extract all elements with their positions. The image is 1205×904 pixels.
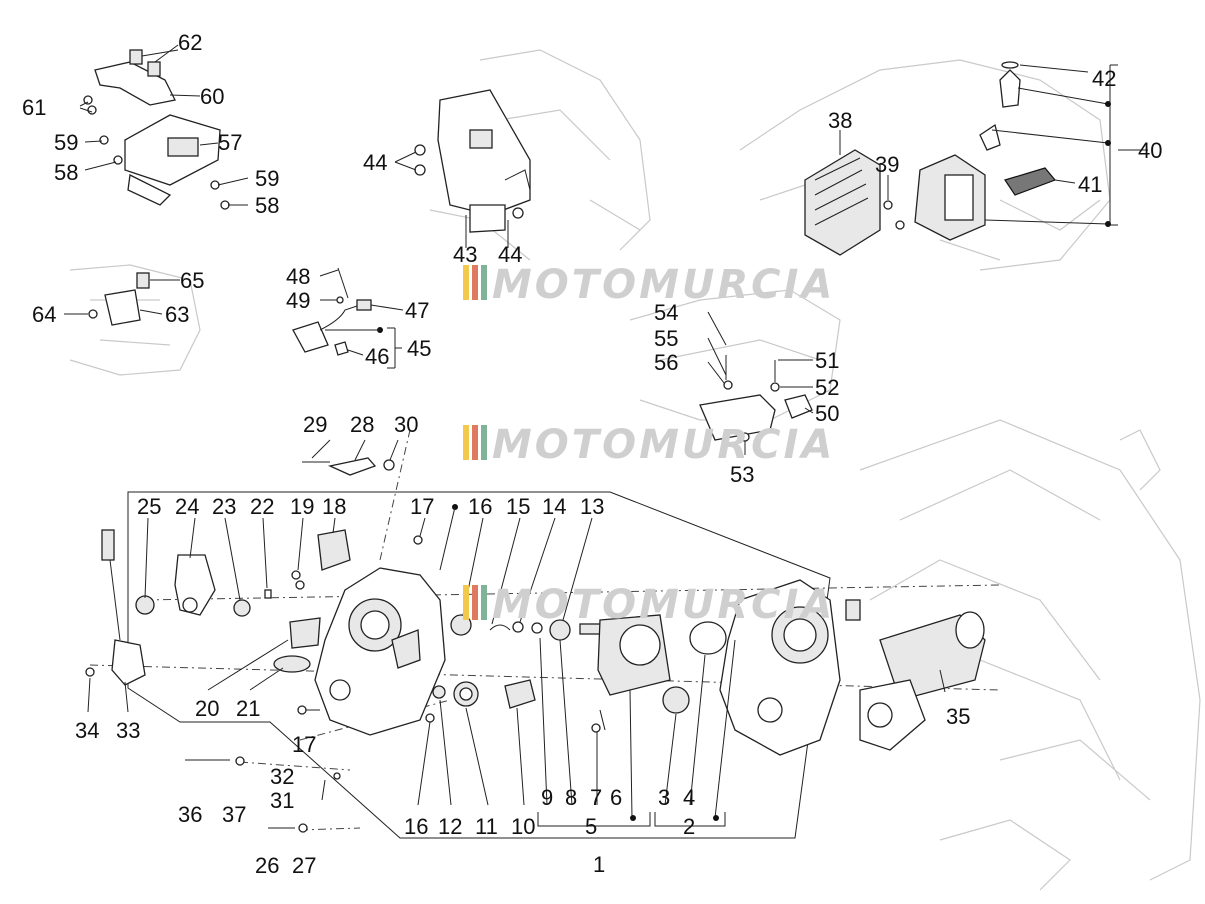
label-40: 40 [1138,138,1162,163]
label-31: 31 [270,788,294,813]
label-12: 12 [438,814,462,839]
regulator-immobilizer-group [804,61,1130,256]
label-47: 47 [405,298,429,323]
label-36: 36 [178,802,202,827]
label-64: 64 [32,302,56,327]
label-58b: 58 [255,193,279,218]
label-8: 8 [565,785,577,810]
label-35: 35 [946,704,970,729]
label-10: 10 [511,814,535,839]
label-49: 49 [286,288,310,313]
bolt-group-28 [302,457,395,476]
label-57: 57 [218,130,242,155]
right-housing [719,579,841,756]
label-34: 34 [75,718,99,743]
label-38: 38 [828,108,852,133]
label-22: 22 [250,494,274,519]
label-15: 15 [506,494,530,519]
label-61: 61 [22,95,46,120]
label-65: 65 [180,268,204,293]
lower-left-parts [85,529,341,833]
sensor-group-53 [699,355,813,455]
label-48: 48 [286,264,310,289]
label-18: 18 [322,494,346,519]
label-5: 5 [585,814,597,839]
label-13: 13 [580,494,604,519]
label-42: 42 [1092,66,1116,91]
label-16a: 16 [468,494,492,519]
label-16b: 16 [404,814,428,839]
label-54: 54 [654,300,678,325]
label-19: 19 [290,494,314,519]
frame-background-sketch [69,49,1201,891]
label-14: 14 [542,494,566,519]
watermark-middle: MOTOMURCIA [463,422,835,468]
label-23: 23 [212,494,236,519]
label-33: 33 [116,718,140,743]
label-27: 27 [292,853,316,878]
label-17b: 17 [292,732,316,757]
watermark-top: MOTOMURCIA [463,262,835,308]
label-46: 46 [365,344,389,369]
left-housing [273,567,446,736]
starter-motor [845,599,986,751]
top-leader-lines [64,44,1148,461]
label-56: 56 [654,350,678,375]
ecu-bracket-group [83,49,230,210]
relay-group [88,272,150,326]
label-59b: 59 [255,166,279,191]
label-28: 28 [350,412,374,437]
label-29: 29 [303,412,327,437]
label-21: 21 [236,696,260,721]
label-6: 6 [610,785,622,810]
label-45: 45 [407,336,431,361]
label-44b: 44 [498,242,522,267]
leader-lines [87,504,946,827]
label-62: 62 [178,30,202,55]
label-26: 26 [255,853,279,878]
watermark-bottom: MOTOMURCIA [463,582,835,628]
label-7: 7 [590,785,602,810]
label-37: 37 [222,802,246,827]
label-24: 24 [175,494,199,519]
label-25: 25 [137,494,161,519]
label-43: 43 [453,242,477,267]
label-39: 39 [875,152,899,177]
axis-parts [135,529,727,733]
label-20: 20 [195,696,219,721]
label-50: 50 [815,401,839,426]
label-52: 52 [815,375,839,400]
label-30: 30 [394,412,418,437]
label-55: 55 [654,326,678,351]
label-63: 63 [165,302,189,327]
label-41: 41 [1078,172,1102,197]
watermark-text-3: MOTOMURCIA [492,582,835,628]
label-9: 9 [541,785,553,810]
label-3: 3 [658,785,670,810]
part-labels: 62 60 61 59 58 57 59 58 44 43 44 38 39 4… [22,30,1162,878]
label-2: 2 [683,814,695,839]
watermark-text-2: MOTOMURCIA [492,422,835,468]
label-11: 11 [475,814,498,839]
control-unit-43 [414,89,531,248]
label-4: 4 [683,785,695,810]
label-51: 51 [815,348,839,373]
sensor-group-45 [292,267,402,369]
label-60: 60 [200,84,224,109]
label-53: 53 [730,462,754,487]
watermark-text-1: MOTOMURCIA [492,262,835,308]
label-17a: 17 [410,494,434,519]
label-59a: 59 [54,130,78,155]
label-58a: 58 [54,160,78,185]
label-32: 32 [270,764,294,789]
label-44a: 44 [363,150,387,175]
assembly-outline [127,491,831,839]
axis-lines [89,429,1001,831]
label-1: 1 [593,852,605,877]
